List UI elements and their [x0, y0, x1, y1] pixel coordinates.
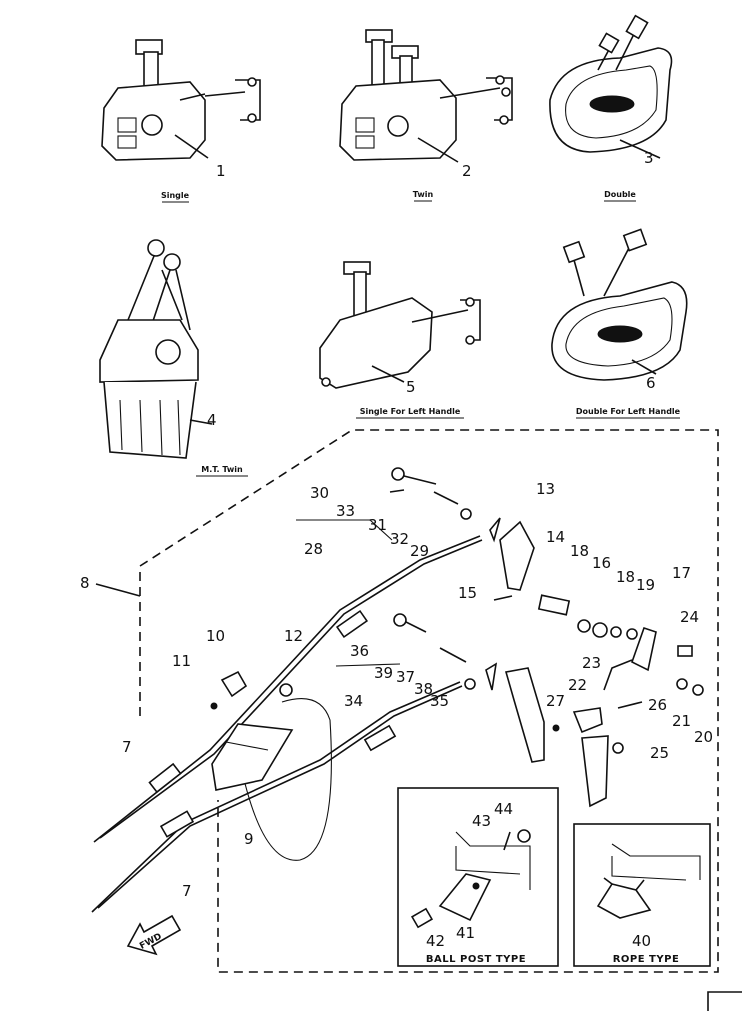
callout-31: 31	[368, 516, 387, 534]
callout-39: 39	[374, 664, 393, 682]
caption-twin: Twin	[413, 190, 434, 199]
callout-11: 11	[172, 652, 191, 670]
callout-12: 12	[284, 627, 303, 645]
callout-35: 35	[430, 692, 449, 710]
callout-17: 17	[672, 564, 691, 582]
callout-24: 24	[680, 608, 699, 626]
callout-26: 26	[648, 696, 667, 714]
callout-8: 8	[80, 574, 90, 592]
caption-ball-post: BALL POST TYPE	[426, 954, 526, 965]
callout-4: 4	[207, 411, 217, 429]
callout-41: 41	[456, 924, 475, 942]
callout-38: 38	[414, 680, 433, 698]
callout-3: 3	[644, 149, 654, 167]
caption-double-left: Double For Left Handle	[576, 407, 681, 416]
callout-15: 15	[458, 584, 477, 602]
callout-7b: 7	[182, 882, 192, 900]
callout-42: 42	[426, 932, 445, 950]
callout-44: 44	[494, 800, 513, 818]
remote-control-single-left	[319, 261, 481, 389]
callout-7a: 7	[122, 738, 132, 756]
callout-27: 27	[546, 692, 565, 710]
callout-22: 22	[568, 676, 587, 694]
callout-37: 37	[396, 668, 415, 686]
detent-set-upper	[296, 467, 476, 690]
callout-25: 25	[650, 744, 669, 762]
callout-43: 43	[472, 812, 491, 830]
callout-1: 1	[216, 162, 226, 180]
caption-rope: ROPE TYPE	[613, 954, 680, 965]
caption-mt-twin: M.T. Twin	[201, 465, 243, 474]
inset-ball-post: 44 43 41 42 BALL POST TYPE	[397, 787, 559, 967]
callout-36: 36	[350, 642, 369, 660]
remote-control-mt-twin	[99, 239, 213, 459]
callout-10: 10	[206, 627, 225, 645]
callout-40: 40	[632, 932, 651, 950]
callout-23: 23	[582, 654, 601, 672]
callout-28: 28	[304, 540, 323, 558]
callout-9: 9	[244, 830, 254, 848]
callout-21: 21	[672, 712, 691, 730]
kit-boundary	[139, 429, 719, 973]
caption-single-left: Single For Left Handle	[360, 407, 461, 416]
callout-18b: 18	[616, 568, 635, 586]
remote-control-double	[549, 14, 673, 159]
callout-33: 33	[336, 502, 355, 520]
remote-control-single	[101, 39, 261, 161]
callout-5: 5	[406, 378, 416, 396]
control-cables	[91, 535, 483, 913]
cable-bracket	[210, 670, 294, 791]
callout-34: 34	[344, 692, 363, 710]
remote-control-double-left	[551, 228, 688, 381]
caption-single: Single	[161, 191, 190, 200]
callout-29: 29	[410, 542, 429, 560]
callout-14: 14	[546, 528, 565, 546]
callout-13: 13	[536, 480, 555, 498]
inset-rope: 40 ROPE TYPE	[573, 823, 711, 967]
callout-19: 19	[636, 576, 655, 594]
fwd-arrow: FWD	[126, 914, 182, 956]
shift-linkage	[485, 517, 704, 808]
caption-double: Double	[604, 190, 636, 199]
callout-30: 30	[310, 484, 329, 502]
callout-16: 16	[592, 554, 611, 572]
callout-32: 32	[390, 530, 409, 548]
callout-20: 20	[694, 728, 713, 746]
callout-2: 2	[462, 162, 472, 180]
callout-6: 6	[646, 374, 656, 392]
callout-18a: 18	[570, 542, 589, 560]
remote-control-twin	[339, 29, 513, 163]
corner-mark	[707, 991, 742, 1011]
